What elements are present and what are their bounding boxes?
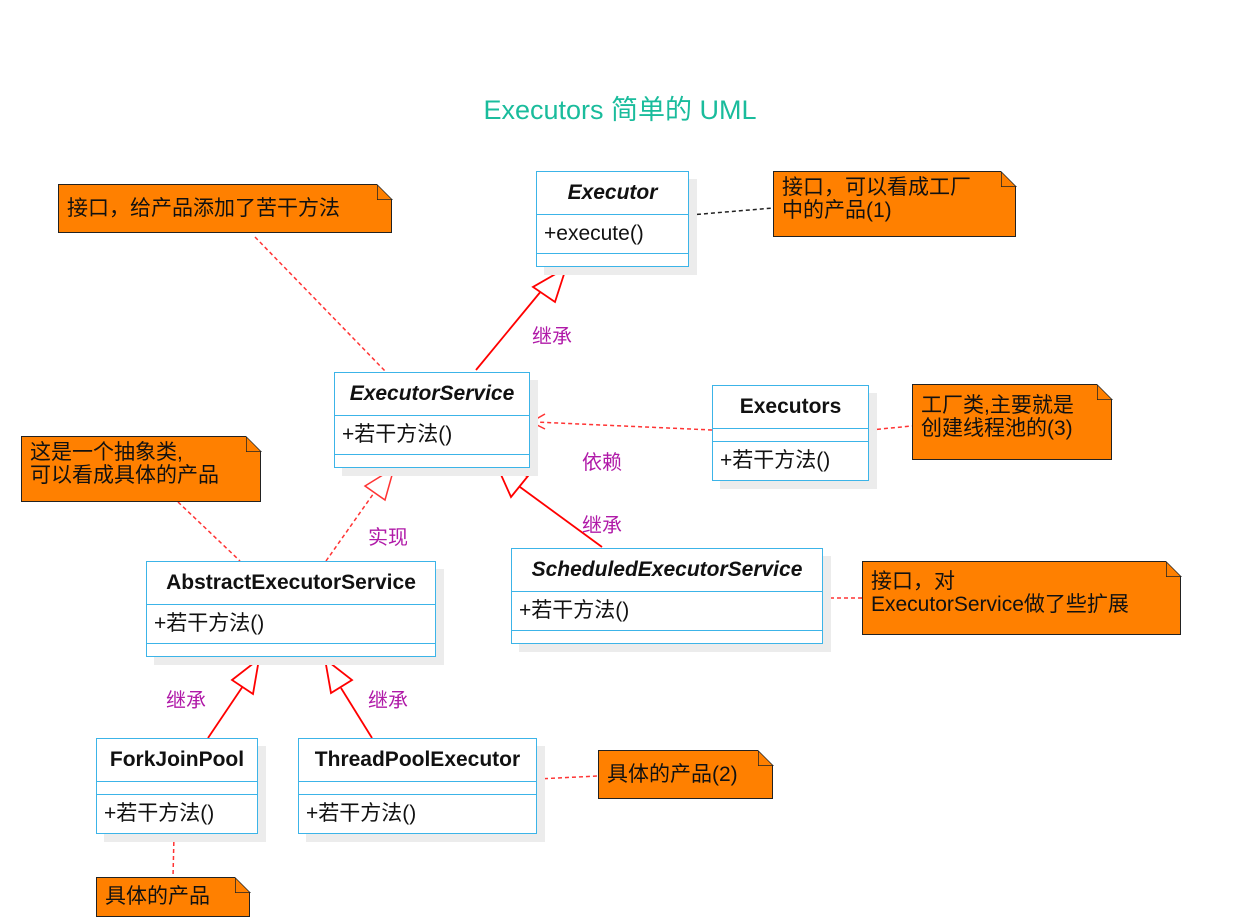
class-operation: +若干方法() (147, 605, 435, 644)
class-operation: +若干方法() (713, 441, 868, 480)
note-text: ExecutorService做了些扩展 (871, 593, 1129, 616)
class-thread-pool-executor[interactable]: ThreadPoolExecutor +若干方法() (298, 738, 537, 834)
arrowhead-abstract-left (230, 656, 261, 696)
note-text: 工厂类,主要就是 (921, 394, 1074, 417)
diagram-title: Executors 简单的 UML (483, 95, 757, 125)
class-name: ExecutorService (335, 373, 529, 416)
class-operation: +若干方法() (97, 794, 257, 833)
connector-fork-join-note (172, 834, 175, 878)
note-fold-icon (245, 435, 262, 452)
connector-executors-note (869, 425, 913, 431)
class-name: Executors (713, 386, 868, 429)
class-executor-service[interactable]: ExecutorService +若干方法() (334, 372, 530, 468)
note-fold-icon (376, 183, 393, 200)
class-fork-join-pool[interactable]: ForkJoinPool +若干方法() (96, 738, 258, 834)
class-operation: +若干方法() (512, 592, 822, 631)
arrowhead-inherit-executor-service (496, 466, 530, 499)
note-executor[interactable]: 接口，可以看成工厂 中的产品(1) (773, 170, 1017, 237)
class-name: Executor (537, 172, 688, 215)
connector-executor-service-note (254, 236, 387, 373)
note-fold-icon (1165, 560, 1182, 577)
class-name: ThreadPoolExecutor (299, 739, 536, 782)
edge-scheduled-executor-service (519, 486, 603, 548)
class-name: ScheduledExecutorService (512, 549, 822, 592)
class-operation: +execute() (537, 215, 688, 254)
arrowhead-abstract-right (323, 656, 354, 695)
note-text: 接口，对 (871, 570, 955, 593)
note-text: 可以看成具体的产品 (30, 464, 219, 487)
class-name: ForkJoinPool (97, 739, 257, 782)
label-implement: 实现 (368, 527, 408, 549)
label-inherit-thread-pool: 继承 (368, 690, 408, 712)
class-executor[interactable]: Executor +execute() (536, 171, 689, 267)
label-inherit-fork-join: 继承 (166, 690, 206, 712)
note-fold-icon (757, 749, 774, 766)
note-abstract-executor-service[interactable]: 这是一个抽象类, 可以看成具体的产品 (21, 435, 262, 502)
connector-abstract-note (177, 501, 241, 562)
connector-thread-pool-note (536, 775, 599, 780)
note-fold-icon (1096, 383, 1113, 400)
label-inherit-scheduled: 继承 (582, 515, 622, 537)
note-thread-pool-executor[interactable]: 具体的产品(2) (598, 749, 774, 799)
label-depend: 依赖 (582, 452, 622, 474)
note-text: 中的产品(1) (782, 199, 892, 222)
note-text: 这是一个抽象类, (30, 441, 183, 464)
edge-thread-pool-abstract (340, 687, 373, 739)
arrowhead-implement (363, 466, 396, 502)
note-executors[interactable]: 工厂类,主要就是 创建线程池的(3) (912, 383, 1113, 460)
note-text: 具体的产品 (105, 885, 210, 908)
note-executor-service[interactable]: 接口，给产品添加了苦干方法 (58, 183, 393, 233)
connector-executor-note (689, 207, 774, 216)
note-text: 接口，可以看成工厂 (782, 176, 971, 199)
class-scheduled-executor-service[interactable]: ScheduledExecutorService +若干方法() (511, 548, 823, 644)
class-operation: +若干方法() (335, 416, 529, 455)
arrowhead-depend (529, 413, 546, 430)
note-scheduled-executor-service[interactable]: 接口，对 ExecutorService做了些扩展 (862, 560, 1182, 635)
note-text: 接口，给产品添加了苦干方法 (67, 197, 340, 220)
class-abstract-executor-service[interactable]: AbstractExecutorService +若干方法() (146, 561, 436, 657)
label-inherit-executor: 继承 (532, 326, 572, 348)
edge-abstract-executor-service (325, 489, 377, 562)
note-text: 具体的产品(2) (607, 763, 738, 786)
note-text: 创建线程池的(3) (921, 417, 1073, 440)
note-fold-icon (1000, 170, 1017, 187)
note-fork-join-pool[interactable]: 具体的产品 (96, 876, 251, 917)
class-name: AbstractExecutorService (147, 562, 435, 605)
edge-fork-join-abstract (207, 685, 244, 739)
note-fold-icon (234, 876, 251, 893)
arrowhead-executor (531, 266, 568, 304)
edge-executors-executor-service (534, 421, 713, 431)
class-executors[interactable]: Executors +若干方法() (712, 385, 869, 481)
edge-executor-service-executor (475, 289, 543, 371)
class-operation: +若干方法() (299, 794, 536, 833)
